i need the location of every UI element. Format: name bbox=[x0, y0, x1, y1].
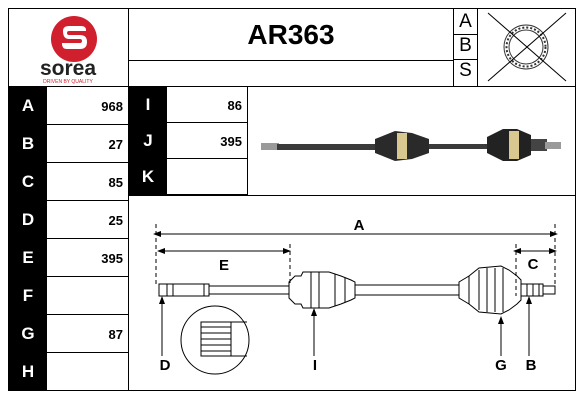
label-e: E bbox=[219, 257, 229, 274]
spec-row-divider bbox=[9, 314, 128, 315]
abs-row-line-2 bbox=[453, 59, 478, 60]
dim-e-arrow-left bbox=[157, 248, 165, 254]
dimension-drawing: A E C bbox=[129, 196, 575, 390]
abs-letter-a: A bbox=[459, 11, 472, 32]
spec-row-divider bbox=[9, 124, 128, 125]
spec-value-h bbox=[47, 353, 128, 391]
abs-sensor-ring-icon bbox=[503, 24, 549, 70]
label-a: A bbox=[354, 217, 365, 234]
spec-letter-g: G bbox=[9, 315, 47, 352]
spec-value-j: 395 bbox=[220, 133, 242, 149]
abs-cross-line-2 bbox=[487, 12, 567, 82]
label-i: I bbox=[313, 357, 317, 374]
spec-letter-f: F bbox=[9, 277, 47, 314]
spec-row-divider bbox=[9, 276, 128, 277]
title-underline bbox=[128, 60, 454, 61]
spec-value-c: 85 bbox=[108, 174, 123, 190]
spec-row-divider bbox=[129, 158, 247, 159]
label-g: G bbox=[495, 357, 507, 374]
driveshaft-outline bbox=[158, 265, 556, 315]
spec-letter-a: A bbox=[9, 87, 47, 124]
spec-value-e: 395 bbox=[101, 250, 123, 266]
spec-value-k bbox=[167, 159, 247, 195]
spec-row-divider bbox=[129, 194, 247, 195]
spec-row-divider bbox=[9, 162, 128, 163]
spec-letter-c: C bbox=[9, 163, 47, 200]
spec-letter-k: K bbox=[129, 159, 167, 194]
spec-letter-i: I bbox=[129, 87, 167, 122]
spec-letter-d: D bbox=[9, 201, 47, 238]
spec-value-a: 968 bbox=[101, 98, 123, 114]
brand-wordmark: sorea bbox=[40, 57, 96, 80]
abs-divider bbox=[477, 8, 478, 87]
leader-i-arrow bbox=[311, 308, 317, 316]
spec-value-d: 25 bbox=[108, 212, 123, 228]
spec-value-i: 86 bbox=[227, 97, 242, 113]
logo-s-glyph bbox=[62, 26, 87, 49]
spec-value-b: 27 bbox=[108, 136, 123, 152]
abs-row-line-1 bbox=[453, 34, 478, 35]
abs-letter-s: S bbox=[459, 60, 472, 81]
spec-letter-b: B bbox=[9, 125, 47, 162]
spec-row-divider bbox=[9, 352, 128, 353]
dim-a-arrow-left bbox=[153, 231, 161, 237]
product-photo bbox=[247, 87, 576, 195]
abs-ring-icon bbox=[478, 9, 575, 86]
brand-logo: sorea DRIVEN BY QUALITY bbox=[9, 9, 128, 86]
label-c: C bbox=[528, 256, 539, 273]
title-divider bbox=[453, 8, 454, 87]
spec-value-g: 87 bbox=[108, 326, 123, 342]
leader-d-arrow bbox=[159, 296, 165, 304]
spec-row-divider bbox=[9, 238, 128, 239]
spec-value-f bbox=[47, 277, 128, 315]
brand-logo-mark: sorea DRIVEN BY QUALITY bbox=[40, 16, 97, 85]
spec-row-divider bbox=[129, 122, 247, 123]
label-d: D bbox=[160, 357, 171, 374]
dim-c-arrow-right bbox=[549, 248, 557, 254]
abs-letter-b: B bbox=[459, 35, 472, 56]
dim-e-arrow-right bbox=[283, 248, 291, 254]
leader-g-arrow bbox=[498, 316, 504, 324]
sheet-frame bbox=[8, 8, 576, 391]
spec-letter-j: J bbox=[129, 123, 167, 158]
spec-letter-h: H bbox=[9, 353, 47, 390]
label-b: B bbox=[526, 357, 537, 374]
spec-row-divider bbox=[9, 200, 128, 201]
header-bottom-line bbox=[8, 86, 576, 87]
leader-b-arrow bbox=[526, 296, 532, 304]
spec-row-divider bbox=[9, 390, 128, 391]
brand-tagline: DRIVEN BY QUALITY bbox=[43, 79, 93, 85]
driveshaft-photo-icon bbox=[261, 129, 561, 161]
drawing-top-border bbox=[129, 195, 576, 196]
spline-detail-circle bbox=[180, 305, 250, 375]
spec-letter-e: E bbox=[9, 239, 47, 276]
right-table-border bbox=[247, 87, 248, 195]
dim-a-arrow-right bbox=[550, 231, 558, 237]
part-number-title: AR363 bbox=[247, 18, 335, 50]
dim-c-arrow-left bbox=[513, 248, 521, 254]
logo-divider bbox=[128, 8, 129, 391]
